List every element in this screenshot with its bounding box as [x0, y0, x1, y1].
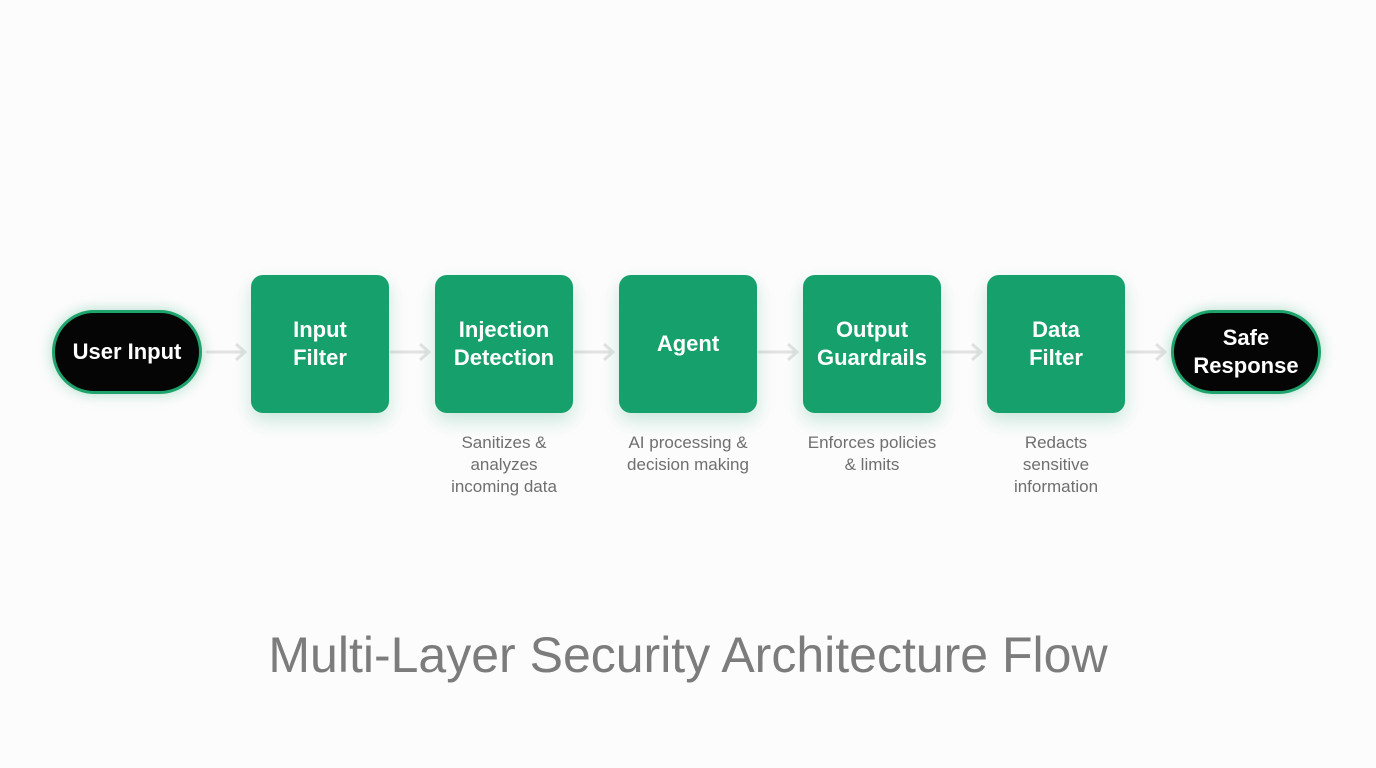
- diagram-title: Multi-Layer Security Architecture Flow: [268, 627, 1108, 683]
- arrow-agent-to-output-guardrails: [757, 343, 799, 361]
- data-filter-description: Redacts sensitive information: [1013, 433, 1099, 496]
- input-filter-node: Input Filter: [251, 275, 389, 413]
- input-filter-label: Input Filter: [293, 317, 347, 370]
- output-guardrails-node: Output Guardrails: [803, 275, 941, 413]
- arrow-injection-detection-to-agent: [573, 343, 615, 361]
- output-guardrails-description: Enforces policies & limits: [807, 433, 937, 474]
- output-guardrails-label: Output Guardrails: [816, 317, 928, 370]
- safe-response-label: Safe Response: [1193, 325, 1299, 378]
- agent-node: Agent: [619, 275, 757, 413]
- data-filter-label: Data Filter: [1029, 317, 1083, 370]
- arrow-user-input-to-input-filter: [205, 343, 247, 361]
- user-input-label: User Input: [72, 339, 182, 364]
- agent-label: Agent: [656, 331, 720, 356]
- arrow-input-filter-to-injection-detection: [389, 343, 431, 361]
- injection-detection-label: Injection Detection: [453, 317, 555, 370]
- safe-response-node: Safe Response: [1171, 310, 1321, 394]
- user-input-node: User Input: [52, 310, 202, 394]
- injection-detection-description: Sanitizes & analyzes incoming data: [451, 433, 557, 496]
- arrow-data-filter-to-safe-response: [1125, 343, 1167, 361]
- data-filter-node: Data Filter: [987, 275, 1125, 413]
- injection-detection-node: Injection Detection: [435, 275, 573, 413]
- agent-description: AI processing & decision making: [627, 433, 749, 474]
- arrow-output-guardrails-to-data-filter: [941, 343, 983, 361]
